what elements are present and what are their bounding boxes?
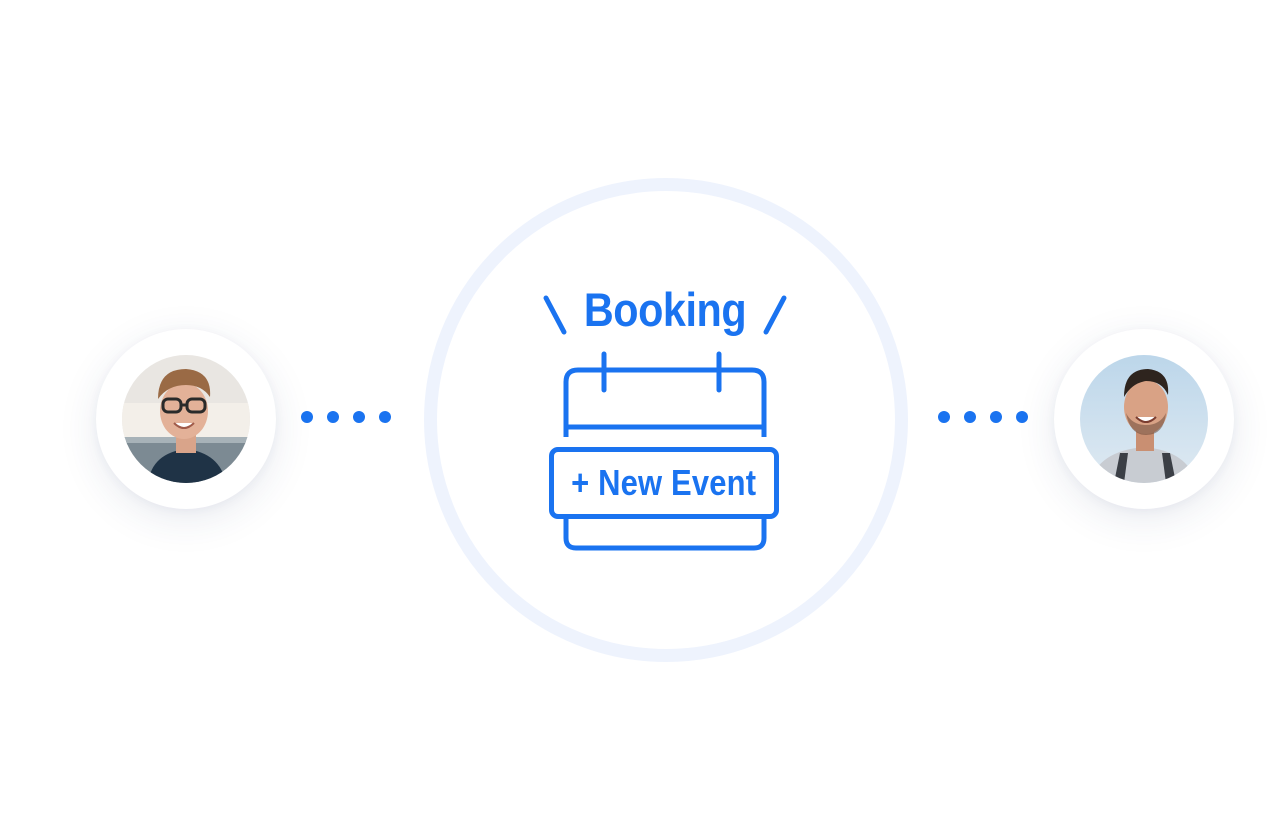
- connector-dot: [327, 411, 339, 423]
- connector-dot: [301, 411, 313, 423]
- new-event-label: + New Event: [571, 462, 757, 503]
- sparkle-left-icon: [543, 295, 567, 335]
- invitee-avatar: [1080, 355, 1208, 483]
- connector-dot: [938, 411, 950, 423]
- connector-left: [301, 411, 391, 423]
- connector-dot: [379, 411, 391, 423]
- connector-dot: [990, 411, 1002, 423]
- booking-title: Booking: [583, 283, 747, 336]
- connector-dot: [353, 411, 365, 423]
- sparkle-right-icon: [763, 295, 787, 335]
- new-event-button[interactable]: + New Event: [549, 447, 779, 519]
- connector-dot: [964, 411, 976, 423]
- connector-right: [938, 411, 1028, 423]
- host-avatar-card: [96, 329, 276, 509]
- invitee-avatar-card: [1054, 329, 1234, 509]
- connector-dot: [1016, 411, 1028, 423]
- host-avatar: [122, 355, 250, 483]
